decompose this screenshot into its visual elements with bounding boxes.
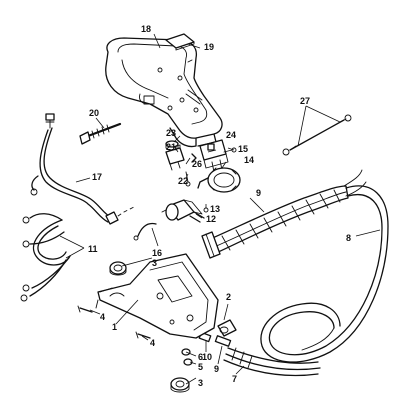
callout-26: 26 [192,159,202,169]
part-26-clip [191,153,197,163]
part-8-sheath [201,185,349,259]
callout-14: 13 [210,204,220,214]
part-4-screw-left [77,305,93,313]
part-1-bracket [95,253,219,339]
part-27-wire [282,114,352,156]
callout-24: 23 [166,128,176,138]
callout-27: 27 [300,96,310,106]
part-4-screw-lower [135,331,151,339]
callout-15: 14 [244,155,254,165]
callout-3-lower: 3 [198,378,203,388]
part-15-potentiometer [197,167,241,193]
callout-8: 9 [256,188,261,198]
callout-18: 17 [92,172,102,182]
part-18-wire-harness [30,113,137,225]
callout-13: 12 [206,214,216,224]
part-17-lead [133,222,157,241]
callout-labels: 18 19 20 27 23 24 21 15 26 14 22 17 9 13… [88,24,351,388]
callout-11: 10 [202,352,212,362]
part-5-washer [183,358,193,366]
part-7-cable [260,169,389,363]
callout-21: 20 [89,108,99,118]
part-6-washer [181,348,191,356]
callout-2: 2 [226,292,231,302]
callout-9: 7 [232,374,237,384]
part-25-switch-bracket [199,139,229,173]
part-19-head-housing [105,37,223,148]
part-23-fastener [185,171,191,187]
part-12-harness-coil [20,213,71,302]
part-13-switch [161,199,205,223]
part-21-bolt [79,122,122,145]
callout-1: 1 [112,322,117,332]
callout-5: 5 [198,362,203,372]
callout-6: 6 [198,352,203,362]
part-14-washer [203,207,209,213]
callout-3-upper: 3 [152,258,157,268]
callout-16: 15 [238,144,248,154]
part-9-leads [223,347,321,377]
callout-4-lower: 4 [150,338,155,348]
callout-25: 24 [226,130,236,140]
callout-7: 8 [346,233,351,243]
callout-23: 22 [178,176,188,186]
part-16-contact [223,147,237,153]
callout-22: 21 [166,142,176,152]
part-22-switch [165,144,185,171]
callout-17: 16 [152,248,162,258]
part-2-plug [217,319,237,337]
callout-20: 19 [204,42,214,52]
part-3-nut-lower [170,377,190,393]
callout-12: 11 [88,244,98,254]
part-20-cover-plate [165,33,195,51]
part-10-terminal [214,335,232,347]
part-3-nut-upper [109,261,127,276]
leader-lines [59,33,381,385]
callout-10: 9 [214,364,219,374]
callout-19: 18 [141,24,151,34]
callout-4-left: 4 [100,312,105,322]
